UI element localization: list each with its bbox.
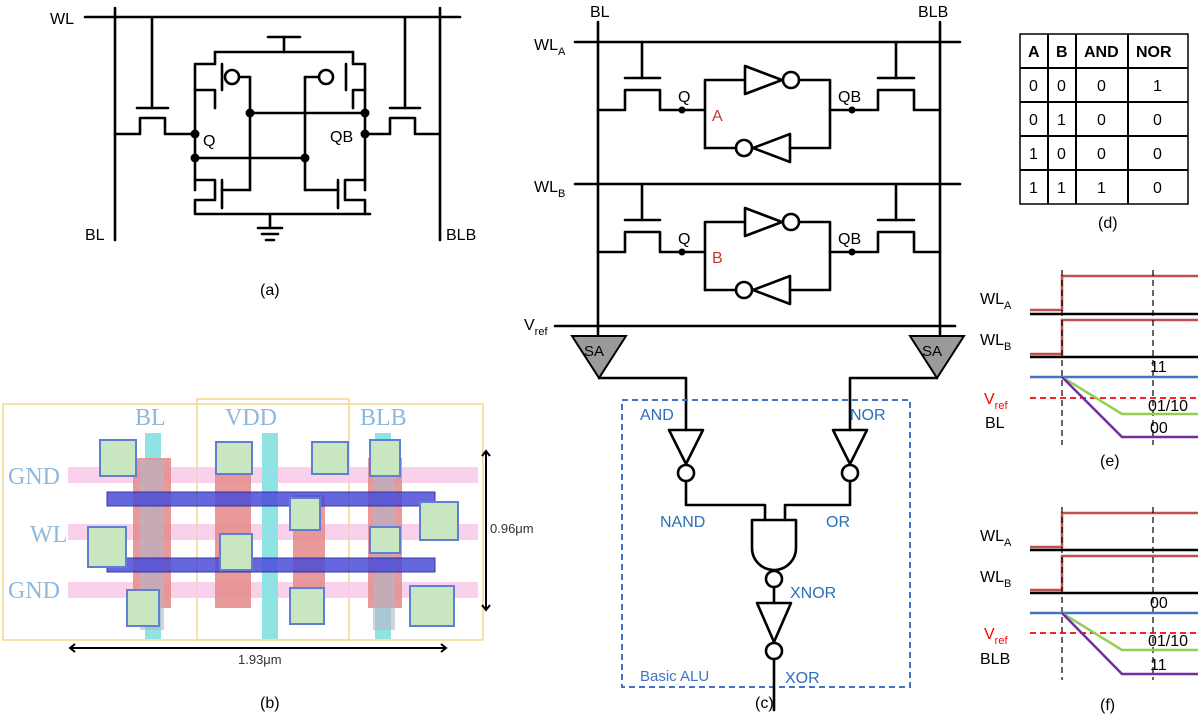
dim-width: 1.93μm bbox=[238, 652, 282, 667]
e-label-vref-sub: ref bbox=[995, 400, 1009, 412]
svg-text:WLB: WLB bbox=[980, 569, 1011, 590]
caption-b: (b) bbox=[260, 695, 280, 712]
c-label-qb-b: QB bbox=[838, 231, 861, 248]
e-label-wla-sub: A bbox=[1004, 300, 1012, 312]
label-blb: BLB bbox=[446, 227, 476, 244]
e-label-bl: BL bbox=[985, 415, 1005, 432]
table-cell: 0 bbox=[1057, 146, 1066, 163]
sa-left: SA bbox=[584, 343, 604, 360]
c-label-bl: BL bbox=[590, 4, 610, 21]
e-level-3: 00 bbox=[1150, 420, 1168, 437]
c-label-xor: XOR bbox=[785, 670, 820, 687]
label-q: Q bbox=[203, 133, 215, 150]
e-label-wla: WL bbox=[980, 291, 1004, 308]
c-label-wlb: WL bbox=[534, 179, 558, 196]
f-label-wlb: WL bbox=[980, 569, 1004, 586]
table-cell: 0 bbox=[1153, 180, 1162, 197]
f-label-wla: WL bbox=[980, 528, 1004, 545]
f-label-vref: V bbox=[984, 626, 995, 643]
table-header-a: A bbox=[1028, 44, 1040, 61]
c-label-wlb-sub: B bbox=[558, 188, 565, 200]
svg-text:WLA: WLA bbox=[980, 291, 1012, 312]
svg-text:Vref: Vref bbox=[984, 626, 1008, 647]
c-label-alu: Basic ALU bbox=[640, 668, 709, 685]
c-label-or: OR bbox=[826, 514, 850, 531]
table-header-and: AND bbox=[1084, 44, 1119, 61]
table-cell: 0 bbox=[1153, 112, 1162, 129]
c-label-blb: BLB bbox=[918, 4, 948, 21]
table-cell: 0 bbox=[1153, 146, 1162, 163]
panel-d: A B AND NOR 0 0 0 1 0 1 0 0 1 0 0 0 1 1 … bbox=[1019, 33, 1189, 232]
table-cell: 0 bbox=[1097, 78, 1106, 95]
e-level-1: 11 bbox=[1150, 359, 1167, 376]
layout-label-bl: BL bbox=[135, 405, 166, 431]
e-label-vref: V bbox=[984, 391, 995, 408]
f-label-vref-sub: ref bbox=[995, 635, 1009, 647]
caption-f: (f) bbox=[1100, 697, 1115, 714]
panel-f: WLA WLB 00 Vref BLB 01/10 11 (f) bbox=[980, 507, 1198, 714]
layout-label-gnd-top: GND bbox=[8, 464, 60, 490]
f-level-2: 01/10 bbox=[1148, 633, 1188, 650]
c-label-nand: NAND bbox=[660, 514, 705, 531]
sa-right: SA bbox=[922, 343, 942, 360]
dim-height: 0.96μm bbox=[490, 521, 534, 536]
c-label-cell-b: B bbox=[712, 250, 723, 267]
table-cell: 1 bbox=[1029, 180, 1038, 197]
svg-text:WLA: WLA bbox=[980, 528, 1012, 549]
f-label-wlb-sub: B bbox=[1004, 578, 1011, 590]
f-level-3: 11 bbox=[1150, 657, 1167, 674]
panel-b: BL VDD BLB GND WL GND 0.96μm 1.93μm (b) bbox=[2, 398, 534, 712]
panel-e: WLA WLB 11 Vref BL 01/10 00 (e) bbox=[980, 270, 1198, 470]
caption-a: (a) bbox=[260, 282, 280, 299]
c-label-q-b: Q bbox=[678, 231, 690, 248]
c-label-xnor: XNOR bbox=[790, 585, 836, 602]
svg-text:WLB: WLB bbox=[534, 179, 565, 200]
table-cell: 0 bbox=[1097, 112, 1106, 129]
c-label-and: AND bbox=[640, 407, 674, 424]
svg-text:Vref: Vref bbox=[524, 317, 548, 338]
table-cell: 0 bbox=[1029, 112, 1038, 129]
layout-label-gnd-bottom: GND bbox=[8, 578, 60, 604]
layout-label-blb: BLB bbox=[360, 405, 407, 431]
c-label-vref-sub: ref bbox=[535, 326, 549, 338]
layout-label-vdd: VDD bbox=[225, 405, 277, 431]
svg-text:Vref: Vref bbox=[984, 391, 1008, 412]
table-cell: 0 bbox=[1029, 78, 1038, 95]
e-label-wlb-sub: B bbox=[1004, 341, 1011, 353]
label-bl: BL bbox=[85, 227, 105, 244]
f-label-wla-sub: A bbox=[1004, 537, 1012, 549]
table-cell: 1 bbox=[1097, 180, 1106, 197]
label-wl: WL bbox=[50, 11, 74, 28]
panel-c: BL BLB WLA Q QB A WLB bbox=[524, 4, 966, 712]
c-label-nor: NOR bbox=[850, 407, 886, 424]
table-cell: 1 bbox=[1057, 112, 1066, 129]
e-level-2: 01/10 bbox=[1148, 398, 1188, 415]
table-cell: 1 bbox=[1153, 78, 1162, 95]
f-level-1: 00 bbox=[1150, 595, 1168, 612]
c-label-wla: WL bbox=[534, 37, 558, 54]
c-label-vref: V bbox=[524, 317, 535, 334]
table-cell: 1 bbox=[1057, 180, 1066, 197]
table-cell: 0 bbox=[1097, 146, 1106, 163]
table-header-b: B bbox=[1056, 44, 1068, 61]
layout-label-wl: WL bbox=[30, 522, 67, 548]
table-cell: 0 bbox=[1057, 78, 1066, 95]
table-header-nor: NOR bbox=[1136, 44, 1172, 61]
panel-a: WL BL BLB bbox=[50, 6, 476, 299]
c-label-wla-sub: A bbox=[558, 46, 566, 58]
c-label-cell-a: A bbox=[712, 108, 723, 125]
table-cell: 1 bbox=[1029, 146, 1038, 163]
c-label-q-a: Q bbox=[678, 89, 690, 106]
e-label-wlb: WL bbox=[980, 332, 1004, 349]
svg-text:WLB: WLB bbox=[980, 332, 1011, 353]
svg-text:WLA: WLA bbox=[534, 37, 566, 58]
caption-e: (e) bbox=[1100, 453, 1120, 470]
c-label-qb-a: QB bbox=[838, 89, 861, 106]
f-label-blb: BLB bbox=[980, 651, 1010, 668]
caption-c: (c) bbox=[755, 695, 774, 712]
label-qb: QB bbox=[330, 129, 353, 146]
caption-d: (d) bbox=[1098, 215, 1118, 232]
